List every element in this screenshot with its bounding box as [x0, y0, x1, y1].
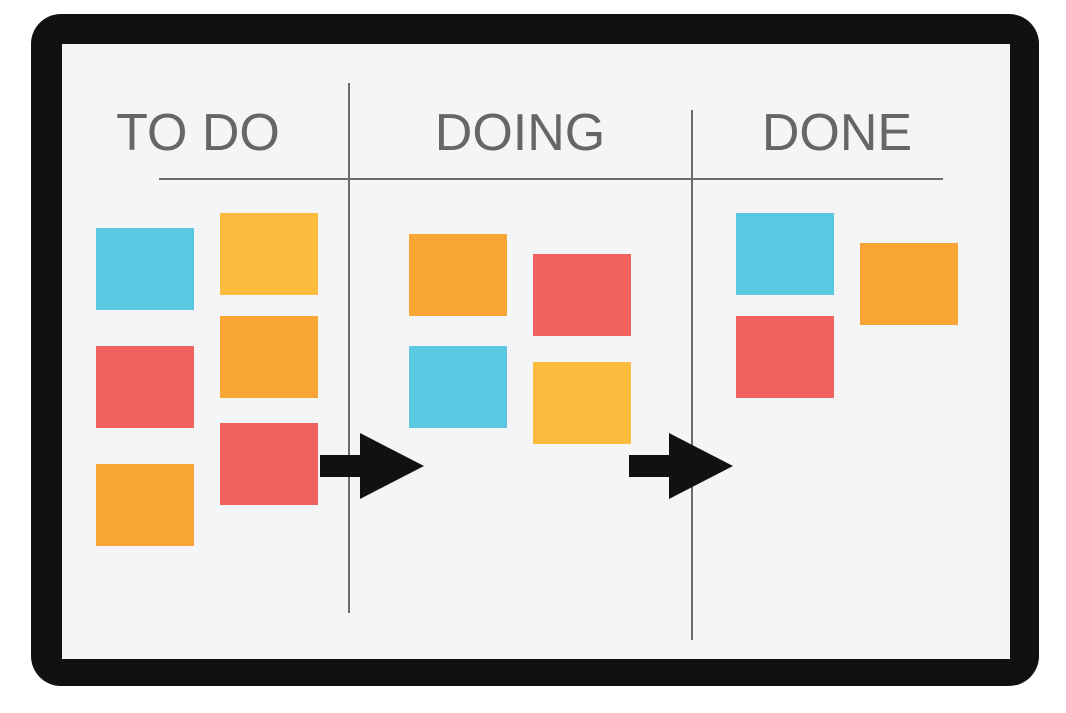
- sticky-note-todo-2: [220, 213, 318, 295]
- sticky-note-todo-5: [96, 464, 194, 546]
- sticky-note-done-1: [736, 213, 834, 295]
- column-heading-done: DONE: [761, 104, 913, 162]
- sticky-note-doing-2: [533, 254, 631, 336]
- column-divider-1: [348, 83, 350, 613]
- right-arrow-icon: [320, 433, 424, 499]
- sticky-note-todo-1: [96, 228, 194, 310]
- sticky-note-done-2: [860, 243, 958, 325]
- sticky-note-doing-1: [409, 234, 507, 316]
- sticky-note-doing-3: [409, 346, 507, 428]
- sticky-note-doing-4: [533, 362, 631, 444]
- sticky-note-todo-3: [96, 346, 194, 428]
- sticky-note-todo-4: [220, 316, 318, 398]
- right-arrow-icon: [629, 433, 733, 499]
- sticky-note-todo-6: [220, 423, 318, 505]
- sticky-note-done-3: [736, 316, 834, 398]
- column-heading-doing: DOING: [434, 104, 606, 162]
- header-divider-line: [159, 178, 943, 180]
- column-heading-todo: TO DO: [116, 104, 280, 162]
- column-divider-2: [691, 110, 693, 640]
